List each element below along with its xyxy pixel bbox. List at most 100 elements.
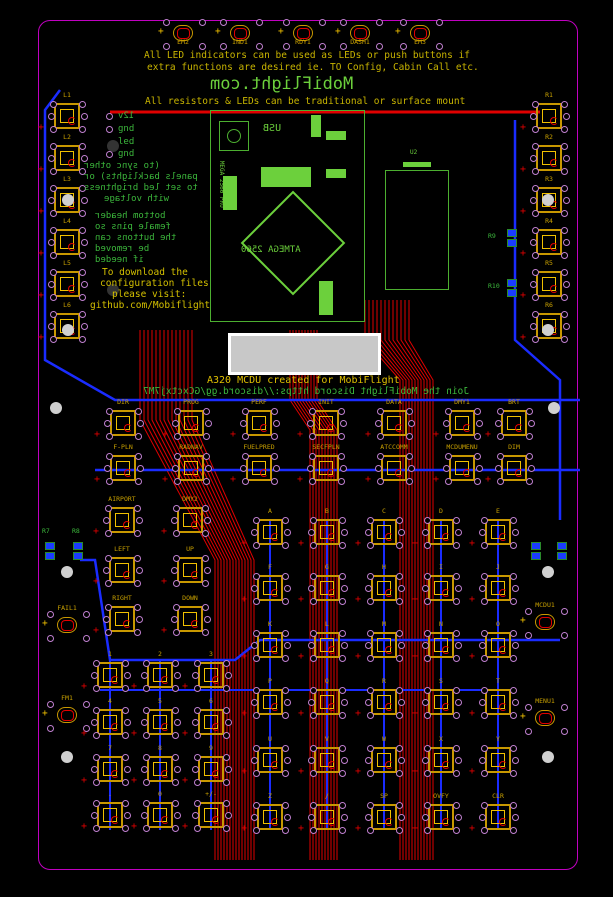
key-number[interactable] xyxy=(147,756,173,782)
key-letter[interactable] xyxy=(371,747,397,773)
key-letter[interactable] xyxy=(314,689,340,715)
switch-body xyxy=(115,513,131,529)
rsk-r1[interactable] xyxy=(536,103,562,129)
pad xyxy=(367,770,374,777)
switch-ring-icon xyxy=(271,761,279,769)
key-airport[interactable] xyxy=(109,507,135,533)
key-dmy1[interactable] xyxy=(449,410,475,436)
key-letter[interactable] xyxy=(428,632,454,658)
trace xyxy=(400,300,428,860)
key-letter[interactable] xyxy=(314,632,340,658)
key-number[interactable] xyxy=(97,662,123,688)
key-letter[interactable] xyxy=(428,804,454,830)
key-dmy2[interactable] xyxy=(177,507,203,533)
key-number[interactable] xyxy=(97,709,123,735)
key-atccomm[interactable] xyxy=(381,455,407,481)
key-init[interactable] xyxy=(313,410,339,436)
lsk-l1[interactable] xyxy=(54,103,80,129)
pad xyxy=(455,585,462,592)
key-letter[interactable] xyxy=(314,575,340,601)
pad xyxy=(455,529,462,536)
key-number[interactable] xyxy=(198,662,224,688)
key-letter[interactable] xyxy=(371,804,397,830)
key-down[interactable] xyxy=(177,606,203,632)
key-number[interactable] xyxy=(147,709,173,735)
key-number[interactable] xyxy=(147,802,173,828)
key-letter[interactable] xyxy=(485,804,511,830)
pad xyxy=(199,43,206,50)
lsk-l2[interactable] xyxy=(54,145,80,171)
key-letter[interactable] xyxy=(485,575,511,601)
pad xyxy=(105,604,112,611)
key-number[interactable] xyxy=(198,802,224,828)
key-letter[interactable] xyxy=(428,519,454,545)
pad xyxy=(510,827,517,834)
rsk-r5[interactable] xyxy=(536,271,562,297)
key-letter[interactable] xyxy=(314,804,340,830)
pad xyxy=(48,323,55,330)
key-secfpln[interactable] xyxy=(313,455,339,481)
switch-body xyxy=(103,762,119,778)
led-label: FM1 xyxy=(61,694,73,702)
key-letter[interactable] xyxy=(371,519,397,545)
trace xyxy=(372,300,407,860)
key-fuelpred[interactable] xyxy=(246,455,272,481)
key-data[interactable] xyxy=(381,410,407,436)
key-number[interactable] xyxy=(147,662,173,688)
switch-ring-icon xyxy=(515,469,523,477)
key-brt[interactable] xyxy=(501,410,527,436)
key-letter[interactable] xyxy=(314,519,340,545)
key-letter[interactable] xyxy=(428,689,454,715)
pad xyxy=(453,517,460,524)
pad xyxy=(510,745,517,752)
pad xyxy=(134,629,141,636)
key-letter[interactable] xyxy=(485,632,511,658)
key-letter[interactable] xyxy=(257,519,283,545)
key-f-pln[interactable] xyxy=(110,455,136,481)
key-number[interactable] xyxy=(198,756,224,782)
key-letter[interactable] xyxy=(371,632,397,658)
polarity-mark: + xyxy=(241,823,248,834)
key-letter[interactable] xyxy=(257,575,283,601)
key-letter[interactable] xyxy=(485,747,511,773)
pad xyxy=(284,585,291,592)
key-prog[interactable] xyxy=(178,410,204,436)
key-right[interactable] xyxy=(109,606,135,632)
key-mcdumenu[interactable] xyxy=(449,455,475,481)
key-letter[interactable] xyxy=(428,575,454,601)
key-letter[interactable] xyxy=(257,632,283,658)
key-letter[interactable] xyxy=(314,747,340,773)
key-letter[interactable] xyxy=(257,689,283,715)
switch-ring-icon xyxy=(68,159,76,167)
led-lens xyxy=(414,28,427,39)
header-note: if needed xyxy=(95,255,144,265)
switch-body xyxy=(263,525,279,541)
rsk-r2[interactable] xyxy=(536,145,562,171)
key-letter[interactable] xyxy=(485,519,511,545)
lsk-l4[interactable] xyxy=(54,229,80,255)
pad xyxy=(143,800,150,807)
key-dim[interactable] xyxy=(501,455,527,481)
pad xyxy=(424,655,431,662)
key-letter[interactable] xyxy=(257,804,283,830)
key-letter[interactable] xyxy=(371,575,397,601)
key-perf[interactable] xyxy=(246,410,272,436)
key-left[interactable] xyxy=(109,557,135,583)
key-number[interactable] xyxy=(198,709,224,735)
key-number[interactable] xyxy=(97,756,123,782)
polarity-mark: + xyxy=(355,651,362,662)
pad xyxy=(50,126,57,133)
key-letter[interactable] xyxy=(371,689,397,715)
key-letter[interactable] xyxy=(428,747,454,773)
key-radnav[interactable] xyxy=(178,455,204,481)
switch-ring-icon xyxy=(212,816,220,824)
key-up[interactable] xyxy=(177,557,203,583)
lsk-l5[interactable] xyxy=(54,271,80,297)
polarity-mark: + xyxy=(94,429,101,440)
pad xyxy=(512,529,519,536)
key-dir[interactable] xyxy=(110,410,136,436)
key-letter[interactable] xyxy=(485,689,511,715)
rsk-r4[interactable] xyxy=(536,229,562,255)
key-number[interactable] xyxy=(97,802,123,828)
key-letter[interactable] xyxy=(257,747,283,773)
